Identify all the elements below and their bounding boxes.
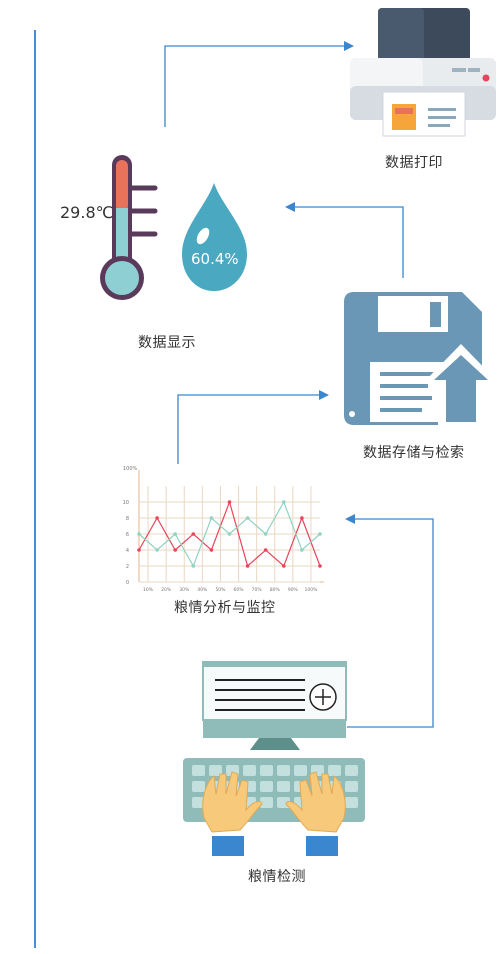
chart-y-tick-label: 0 — [126, 580, 129, 586]
chart-y-tick-label: 8 — [126, 516, 129, 522]
chart-y-title: 100% — [123, 466, 138, 472]
chart-data-point — [282, 500, 286, 504]
arrow-display-to-print — [164, 41, 354, 127]
chart-x-tick-label: 80% — [270, 587, 281, 593]
chart-x-tick-label: 60% — [234, 587, 245, 593]
left-hand-icon — [202, 771, 263, 856]
chart-data-point — [318, 564, 322, 568]
chart-x-tick-label: 100% — [305, 587, 319, 593]
chart-data-point — [137, 532, 141, 536]
chart-y-tick-label: 10 — [123, 500, 129, 506]
chart-data-point — [173, 548, 177, 552]
left-timeline-rule — [34, 30, 36, 948]
chart-data-point — [191, 564, 196, 568]
chart-data-point — [155, 548, 159, 552]
chart-data-point — [245, 516, 250, 520]
chart-data-point — [227, 500, 232, 504]
chart-x-tick-label: 40% — [197, 587, 208, 593]
chart-data-point — [155, 516, 159, 520]
chart-data-point — [300, 548, 304, 552]
storage-label: 数据存储与检索 — [363, 445, 465, 461]
detection-label: 粮情检测 — [248, 869, 306, 885]
chart-x-tick-label: 30% — [179, 587, 190, 593]
arrow-analysis-to-storage — [177, 390, 329, 464]
chart-data-point — [282, 564, 286, 568]
chart-x-tick-label: 70% — [252, 587, 263, 593]
chart-data-point — [263, 532, 268, 536]
chart-data-point — [318, 532, 322, 536]
chart-x-tick-label: 20% — [161, 587, 172, 593]
chart-y-tick-label: 6 — [126, 532, 129, 538]
chart-data-point — [227, 532, 232, 536]
chart-x-tick-label: 50% — [215, 587, 226, 593]
chart-data-point — [263, 548, 268, 552]
chart-x-tick-label: 10% — [143, 587, 154, 593]
chart-data-point — [137, 548, 141, 552]
arrow-detection-to-analysis — [345, 514, 434, 728]
chart-data-point — [173, 532, 177, 536]
right-hand-icon — [285, 771, 346, 856]
chart-y-tick-label: 2 — [126, 564, 129, 570]
chart-y-tick-label: 4 — [126, 548, 129, 554]
display-label: 数据显示 — [138, 335, 196, 351]
chart-data-point — [209, 548, 214, 552]
analysis-label: 粮情分析与监控 — [174, 600, 276, 616]
print-label: 数据打印 — [385, 155, 443, 171]
chart-data-point — [191, 532, 196, 536]
chart-data-point — [245, 564, 250, 568]
chart-data-point — [300, 516, 304, 520]
chart-data-point — [209, 516, 214, 520]
chart-x-tick-label: 90% — [288, 587, 299, 593]
temperature-value: 29.8℃ — [60, 203, 114, 222]
humidity-value: 60.4% — [191, 250, 239, 268]
arrow-storage-to-display — [285, 202, 404, 278]
